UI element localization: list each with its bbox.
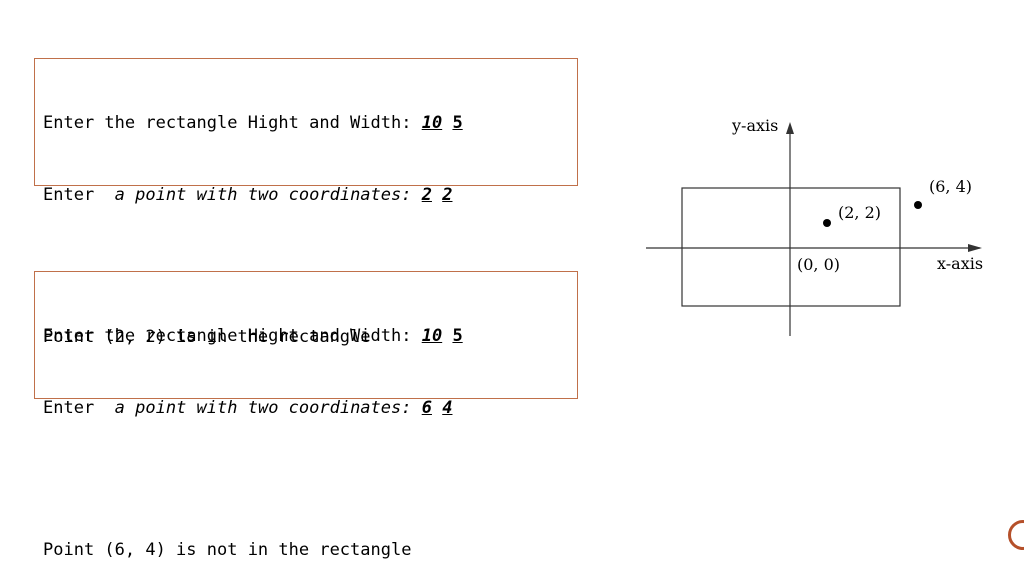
corner-decoration: [1008, 520, 1024, 550]
point-inside-label: (2, 2): [838, 203, 881, 222]
point-inside: [823, 219, 831, 227]
x-axis-label: x-axis: [937, 254, 983, 273]
prompt-text: Enter the rectangle Hight and Width:: [43, 326, 422, 346]
input-height: 10: [421, 113, 443, 133]
prompt-line-size: Enter the rectangle Hight and Width: 10 …: [43, 324, 577, 348]
prompt-line-point: Enter a point with two coordinates: 6 4: [43, 396, 577, 420]
console-output-2: Enter the rectangle Hight and Width: 10 …: [34, 271, 578, 560]
console-output-1: Enter the rectangle Hight and Width: 10 …: [34, 58, 578, 347]
y-axis-arrow: [786, 122, 794, 134]
input-y: 4: [442, 398, 453, 418]
prompt-line-size: Enter the rectangle Hight and Width: 10 …: [43, 111, 577, 135]
prompt-prefix: Enter: [43, 185, 105, 205]
prompt-text: Enter the rectangle Hight and Width:: [43, 113, 422, 133]
prompt-text: a point with two coordinates:: [114, 398, 422, 418]
prompt-text: a point with two coordinates:: [114, 185, 422, 205]
input-height: 10: [421, 326, 443, 346]
input-width: 5: [452, 326, 463, 346]
input-y: 2: [442, 185, 453, 205]
prompt-prefix: Enter: [43, 398, 105, 418]
input-width: 5: [452, 113, 463, 133]
x-axis-arrow: [968, 244, 982, 252]
point-outside: [914, 201, 922, 209]
prompt-line-point: Enter a point with two coordinates: 2 2: [43, 183, 577, 207]
rectangle: [681, 187, 901, 307]
input-x: 2: [421, 185, 432, 205]
result-line: Point (2, 2) is in the rectangle: [43, 327, 371, 347]
y-axis-label: y-axis: [731, 116, 778, 135]
coordinate-diagram: y-axis x-axis (0, 0) (2, 2) (6, 4): [646, 116, 983, 336]
point-outside-label: (6, 4): [929, 177, 972, 196]
result-line: Point (6, 4) is not in the rectangle: [43, 540, 412, 560]
origin-label: (0, 0): [797, 255, 840, 274]
input-x: 6: [421, 398, 432, 418]
